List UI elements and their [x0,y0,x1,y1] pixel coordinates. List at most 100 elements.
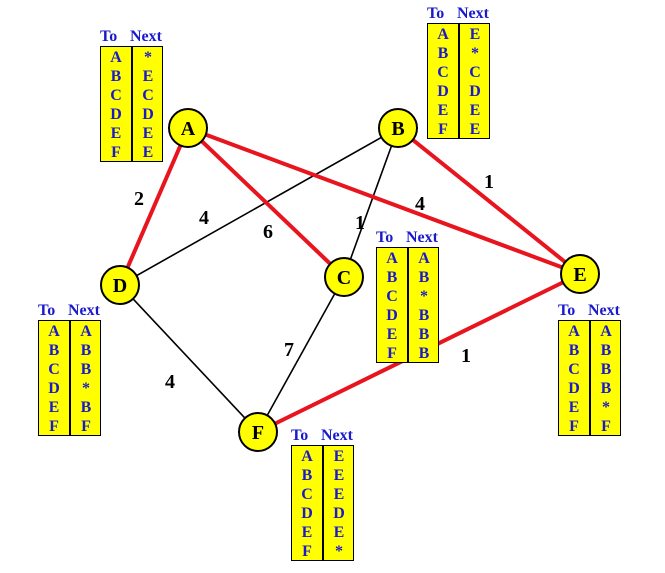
cell-next-5: B [418,345,430,362]
node-D: D [100,265,140,305]
cell-to-5: F [569,418,579,435]
node-C: C [324,257,364,297]
cell-to-4: E [110,125,122,142]
edge-weight-F-E: 1 [461,345,471,367]
cell-to-3: D [301,505,313,522]
node-label-E: E [573,264,586,286]
edge-weight-A-C: 6 [263,221,273,243]
cell-next-0: A [600,323,612,340]
cell-to-3: D [110,106,122,123]
cell-to-3: D [437,83,449,100]
cell-next-2: C [142,87,154,104]
node-A: A [168,108,208,148]
cell-next-4: B [80,399,92,416]
cell-to-4: E [301,524,313,541]
header-next: Next [130,28,162,45]
node-circle-D [100,265,140,305]
cell-next-5: F [81,418,91,435]
header-to: To [100,28,118,45]
edge-weight-D-F: 4 [165,371,175,393]
header-to: To [291,427,309,444]
header-next: Next [457,5,489,22]
node-label-D: D [113,275,127,297]
cell-to-1: B [437,45,449,62]
cell-next-3: * [82,380,90,397]
header-to: To [38,302,56,319]
cell-next-4: E [333,524,345,541]
cell-next-2: C [469,64,481,81]
edge-B-C [343,127,399,278]
node-E: E [560,254,600,294]
cell-next-4: E [142,125,154,142]
cell-to-0: A [437,26,449,43]
cell-to-1: B [48,342,60,359]
edge-B-D [119,127,399,286]
cell-next-4: * [602,399,610,416]
edge-weight-B-E: 1 [484,171,494,193]
node-label-B: B [391,118,404,140]
node-circle-A [168,108,208,148]
edge-weight-B-D: 4 [199,207,209,229]
cell-to-4: E [568,399,580,416]
cell-next-3: D [333,505,345,522]
header-to: To [427,5,445,22]
cell-next-3: B [418,307,430,324]
cell-next-2: * [420,288,428,305]
cell-next-2: B [600,361,612,378]
edge-A-D [118,127,190,286]
cell-next-1: B [418,269,430,286]
cell-to-0: A [110,49,122,66]
cell-next-4: B [418,326,430,343]
header-next: Next [588,302,620,319]
cell-next-1: E [333,467,345,484]
cell-to-0: A [568,323,580,340]
cell-to-2: C [437,64,449,81]
cell-to-2: C [48,361,60,378]
node-label-A: A [181,118,196,140]
cell-to-5: F [387,345,397,362]
cell-next-5: * [335,543,343,560]
cell-next-1: E [142,68,154,85]
cell-next-2: E [333,486,345,503]
cell-to-2: C [110,87,122,104]
node-circle-B [378,108,418,148]
cell-next-0: E [469,26,481,43]
cell-next-5: E [142,144,154,161]
cell-to-3: D [386,307,398,324]
cell-next-0: A [80,323,92,340]
edge-B-E [396,126,582,276]
cell-to-0: A [386,250,398,267]
header-to: To [376,229,394,246]
cell-to-4: E [437,102,449,119]
cell-to-1: B [568,342,580,359]
cell-next-0: A [418,250,430,267]
cell-to-5: F [302,543,312,560]
cell-to-3: D [48,380,60,397]
cell-next-4: E [469,102,481,119]
cell-to-2: C [301,486,313,503]
cell-to-3: D [568,380,580,397]
edge-weight-A-D: 2 [134,188,144,210]
cell-to-4: E [48,399,60,416]
node-label-C: C [337,267,351,289]
node-B: B [378,108,418,148]
node-label-F: F [252,422,264,444]
cell-next-3: D [469,83,481,100]
edge-C-F [257,276,345,433]
cell-to-1: B [386,269,398,286]
edge-weight-B-C: 1 [355,212,365,234]
header-next: Next [321,427,353,444]
cell-next-0: E [333,448,345,465]
cell-to-1: B [110,68,122,85]
edge-A-E [187,126,581,276]
